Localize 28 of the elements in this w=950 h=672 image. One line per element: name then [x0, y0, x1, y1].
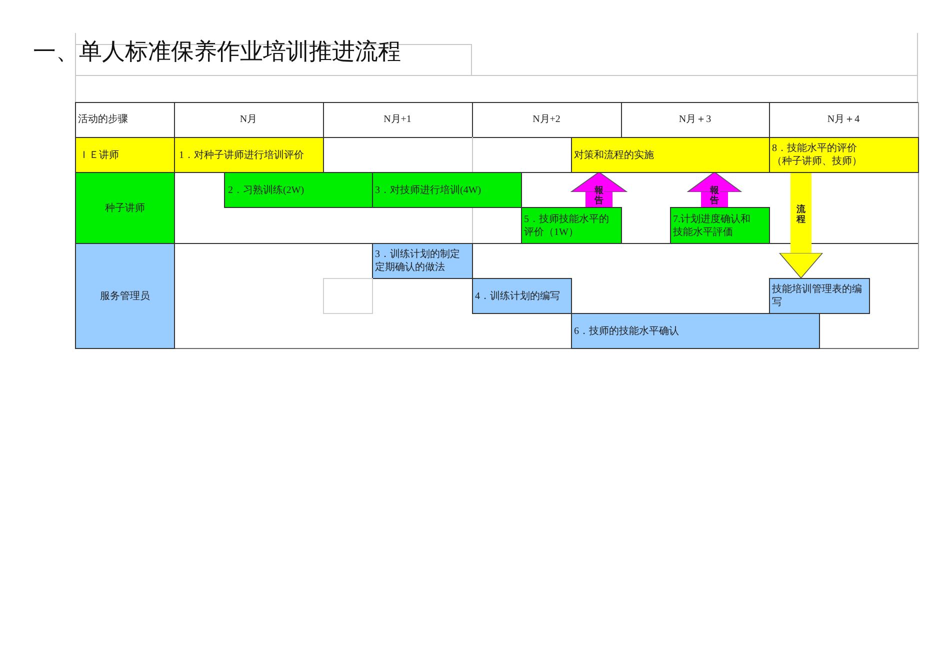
column-header: N月＋4	[827, 113, 860, 126]
row-header: ＩＥ讲师	[75, 137, 175, 173]
task-bar: 4．训练计划的编写	[472, 278, 572, 314]
column-header: 活动的步骤	[78, 113, 128, 126]
task-bar: 2．习熟训练(2W)	[224, 172, 373, 208]
block-arrow	[570, 172, 628, 207]
edge-label: 報告	[594, 186, 604, 206]
task-bar: 对策和流程的实施	[571, 137, 770, 173]
block-arrow	[687, 172, 742, 207]
task-bar: 7.计划进度确认和技能水平評価	[670, 207, 770, 244]
task-bar: 3．训练计划的制定定期确认的做法	[372, 243, 473, 279]
task-bar: 5．技师技能水平的评价（1W）	[521, 207, 622, 244]
task-bar: 6．技师的技能水平确认	[571, 313, 820, 349]
column-header: N月	[240, 113, 258, 126]
task-bar: 技能培训管理表的编写	[769, 278, 870, 314]
edge-label: 流程	[796, 205, 806, 225]
column-header: N月+1	[384, 113, 412, 126]
page-title: 一、单人标准保养作业培训推进流程	[33, 38, 401, 66]
task-bar: 1．对种子讲师进行培训评价	[174, 137, 324, 173]
task-bar: 8．技能水平的评价（种子讲师、技师）	[769, 137, 919, 173]
column-header: N月+2	[532, 113, 560, 126]
column-header: N月＋3	[678, 113, 712, 126]
edge-label: 報告	[710, 186, 720, 206]
task-bar: 3．对技师进行培训(4W)	[372, 172, 522, 208]
block-arrow	[779, 172, 823, 278]
row-header: 种子讲师	[75, 172, 175, 244]
row-header: 服务管理员	[75, 243, 175, 349]
empty-box	[323, 278, 373, 314]
